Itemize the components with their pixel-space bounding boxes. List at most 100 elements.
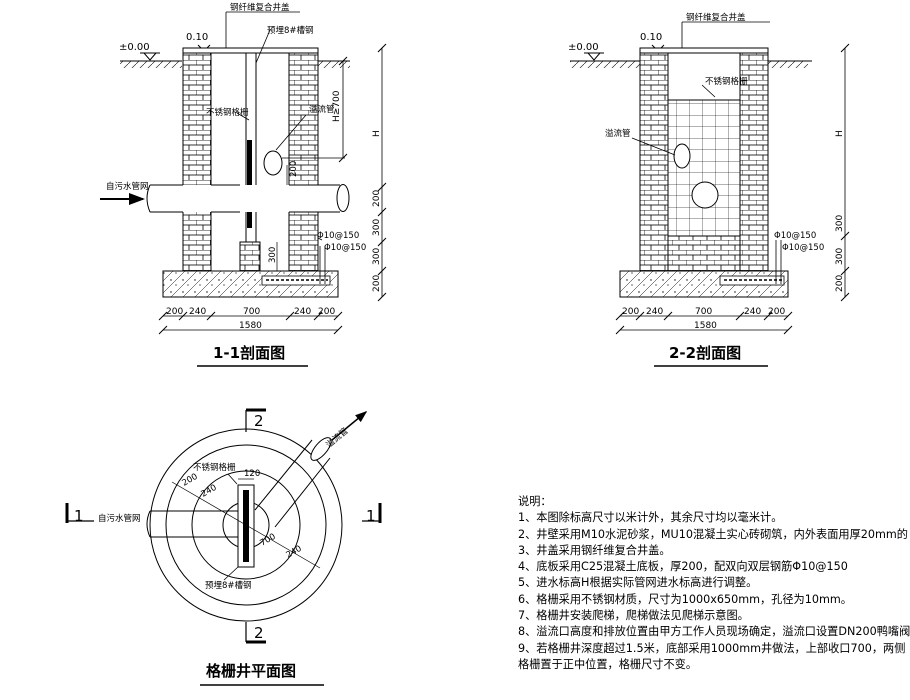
dim-h: H xyxy=(835,130,845,137)
grille-plan xyxy=(243,490,249,562)
dim-bottom-3: 700 xyxy=(243,307,260,317)
dim-total: 1580 xyxy=(694,321,717,331)
channel-label: 预埋8#槽钢 xyxy=(267,25,314,36)
cover-label: 钢纤维复合井盖 xyxy=(230,2,290,13)
dim-bottom-3: 700 xyxy=(695,307,712,317)
bottom-dims xyxy=(615,311,793,335)
dim-bottom-2: 240 xyxy=(646,307,663,317)
left-wall xyxy=(639,52,669,272)
right-wall xyxy=(288,52,319,272)
dim-300-a: 300 xyxy=(372,219,382,236)
dim-240: 240 xyxy=(200,483,219,500)
grille-label: 不锈钢格栅 xyxy=(193,462,236,473)
section-2-title: 2-2剖面图 xyxy=(669,344,741,362)
note-item: 3、井盖采用钢纤维复合井盖。 xyxy=(518,543,671,557)
ground-elevation: ±0.00 xyxy=(119,42,150,53)
manhole-cover xyxy=(639,47,769,54)
overflow-pipe xyxy=(263,150,283,176)
dim-700: 700 xyxy=(259,532,278,549)
dim-200-pipe: 200 xyxy=(289,161,299,177)
cut-1-right: 1 xyxy=(366,507,376,525)
dim-bottom-5: 200 xyxy=(768,307,785,317)
rebar-b: Φ10@150 xyxy=(782,243,824,253)
inlet-label: 自污水管网 xyxy=(106,181,149,192)
dim-200-b: 200 xyxy=(372,275,382,292)
rebar-a: Φ10@150 xyxy=(317,231,359,241)
dim-300-a: 300 xyxy=(835,215,845,232)
ground-hatch xyxy=(768,61,808,68)
note-item: 5、进水标高H根据实际管网进水标高进行调整。 xyxy=(518,576,758,590)
grille-label: 不锈钢格栅 xyxy=(705,76,748,87)
dim-240-b: 240 xyxy=(285,544,304,561)
wall-inner xyxy=(191,470,301,580)
wall-outer xyxy=(165,444,327,606)
note-item: 4、底板采用C25混凝土底板，厚200，配双向双层钢筋Φ10@150 xyxy=(518,560,848,574)
inlet-label: 自污水管网 xyxy=(98,513,141,524)
dim-bottom-4: 240 xyxy=(744,307,761,317)
grille-label: 不锈钢格栅 xyxy=(206,107,249,118)
note-item: 1、本图除标高尺寸以米计外，其余尺寸均以毫米计。 xyxy=(518,511,783,525)
dim-bottom-4: 240 xyxy=(294,307,311,317)
note-item: 2、井壁采用M10水泥砂浆，MU10混凝土实心砖砌筑，内外表面用厚20mm的 xyxy=(518,527,908,541)
radial-dim-line xyxy=(171,481,321,569)
dim-120: 120 xyxy=(244,469,260,479)
dim-200-b: 200 xyxy=(835,275,845,292)
vertical-dims xyxy=(840,43,850,302)
dim-bottom-1: 200 xyxy=(622,307,639,317)
elevation-marker xyxy=(140,52,160,61)
cover-label: 钢纤维复合井盖 xyxy=(686,12,746,23)
section-1-title: 1-1剖面图 xyxy=(213,344,285,362)
right-wall xyxy=(739,52,769,272)
grille-panel xyxy=(667,99,741,237)
plan-view: 1 1 2 2 自污水管网 溢流管 不锈钢格栅 120 200 24 xyxy=(65,408,382,686)
overflow-label: 溢流管 xyxy=(309,104,335,115)
channel-label: 预埋8#槽钢 xyxy=(205,580,252,591)
notes-block: 说明： 1、本图除标高尺寸以米计外，其余尺寸均以毫米计。 2、井壁采用M10水泥… xyxy=(518,494,910,673)
grille-bar xyxy=(247,140,252,228)
cover-thickness: 0.10 xyxy=(186,32,208,43)
manhole-cover xyxy=(182,47,319,54)
inner-wall xyxy=(239,241,261,272)
left-wall xyxy=(182,52,212,272)
overflow-pipe xyxy=(673,143,691,169)
dim-300-inner: 300 xyxy=(268,247,278,263)
ground-hatch xyxy=(318,61,350,68)
overflow-arrow xyxy=(331,411,368,441)
note-item: 9、若格栅井深度超过1.5米，底部采用1000mm井做法，上部收口700，两侧 xyxy=(518,641,906,655)
dim-200: 200 xyxy=(181,472,200,489)
dim-h: H xyxy=(372,130,382,137)
dim-300-b: 300 xyxy=(835,248,845,265)
overflow-label: 溢流管 xyxy=(605,128,631,139)
slab-outline xyxy=(149,428,343,622)
rebar-b: Φ10@150 xyxy=(324,243,366,253)
ground-hatch xyxy=(120,61,182,68)
cut-2-bottom: 2 xyxy=(254,624,264,642)
dim-bottom-5: 200 xyxy=(318,307,335,317)
notes-heading: 说明： xyxy=(518,495,552,508)
dim-200-a: 200 xyxy=(372,190,382,207)
elevation-marker xyxy=(584,52,604,61)
inner-wall xyxy=(667,235,741,272)
dim-bottom-2: 240 xyxy=(189,307,206,317)
cover-thickness: 0.10 xyxy=(640,32,662,43)
section-1-1: ±0.00 0.10 钢纤维复合井盖 预埋8#槽钢 不锈钢格栅 自污水管网 xyxy=(100,2,387,367)
dim-300-b: 300 xyxy=(372,248,382,265)
note-item: 格栅置于正中位置，格栅尺寸不变。 xyxy=(518,657,698,671)
dim-total: 1580 xyxy=(239,321,262,331)
note-item: 7、格栅井安装爬梯，爬梯做法见爬梯示意图。 xyxy=(518,609,749,623)
dim-bottom-1: 200 xyxy=(166,307,183,317)
note-item: 8、溢流口高度和排放位置由甲方工作人员现场确定，溢流口设置DN200鸭嘴阀 xyxy=(518,625,910,639)
section-2-2: ±0.00 0.10 钢纤维复合井盖 不锈钢格栅 溢流管 Φ10@150 Φ10… xyxy=(568,12,850,367)
ground-hatch xyxy=(570,61,640,68)
dim-h700: H≥700 xyxy=(332,90,342,122)
vertical-dims xyxy=(377,43,387,302)
ground-elevation: ±0.00 xyxy=(568,42,599,53)
rebar-a: Φ10@150 xyxy=(774,231,816,241)
cut-1-left: 1 xyxy=(74,507,84,525)
bottom-dims xyxy=(158,311,343,335)
cut-2-top: 2 xyxy=(254,412,264,430)
inlet-opening xyxy=(691,181,719,209)
note-item: 6、格栅采用不锈钢材质，尺寸为1000x650mm，孔径为10mm。 xyxy=(518,592,852,606)
plan-title: 格栅井平面图 xyxy=(206,662,296,680)
